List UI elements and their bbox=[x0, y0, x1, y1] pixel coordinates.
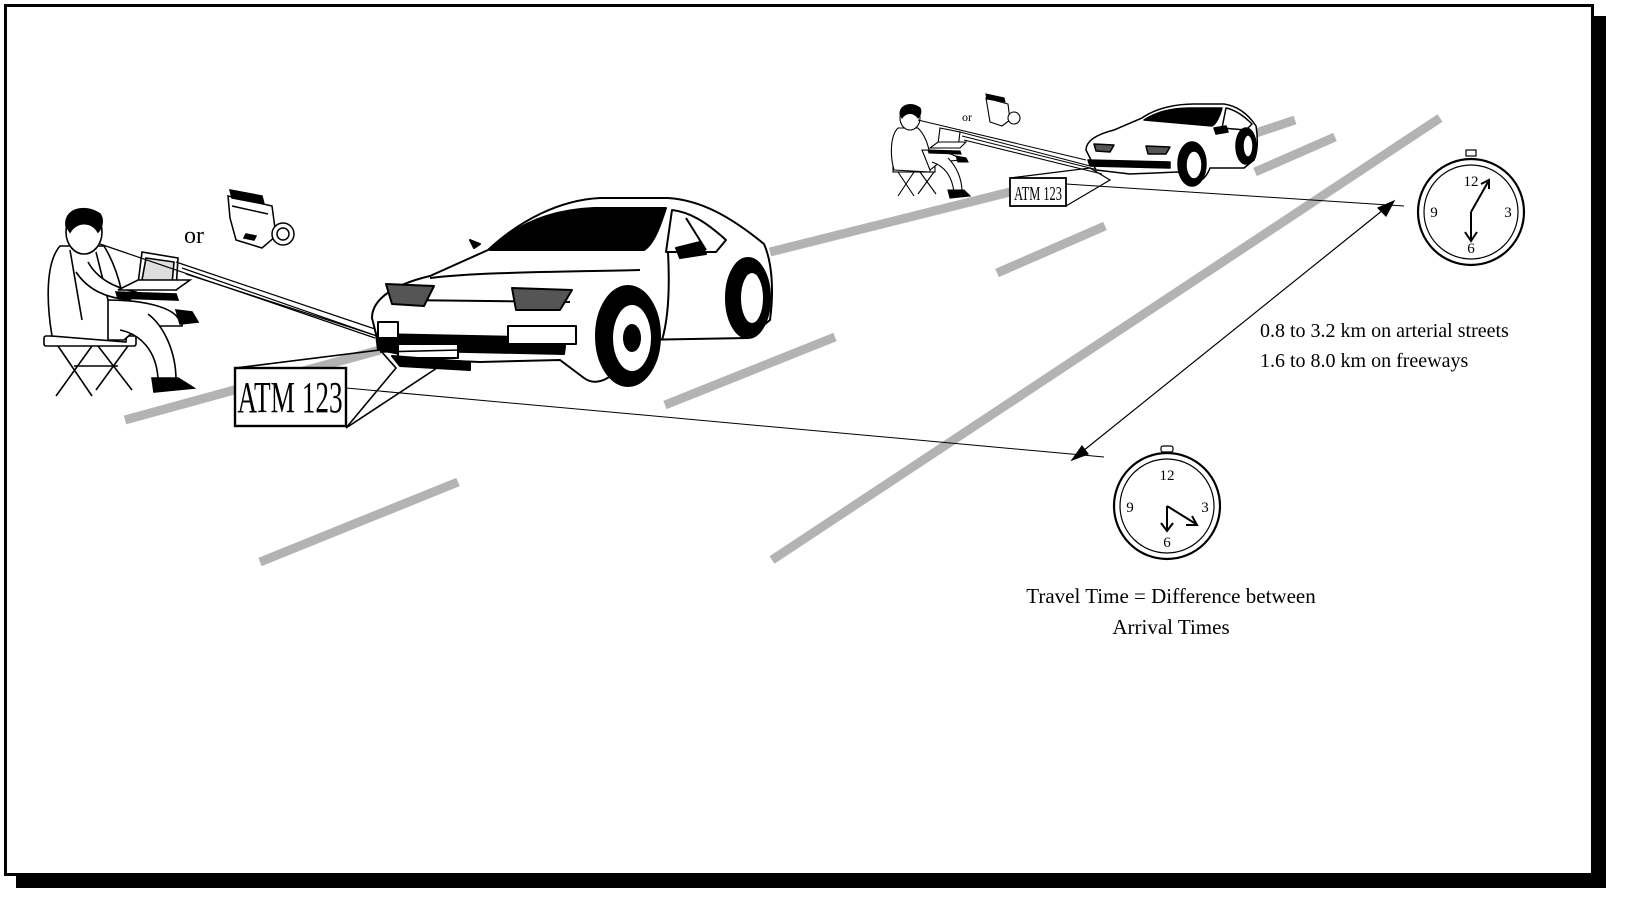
observer-large bbox=[44, 209, 198, 396]
car-windshield bbox=[490, 208, 666, 250]
clock-far-12: 12 bbox=[1464, 174, 1479, 190]
lane-line-left-far bbox=[770, 192, 1010, 252]
clock-far-3: 3 bbox=[1504, 205, 1512, 221]
observer-small bbox=[891, 105, 970, 198]
plate-text-large: ATM 123 bbox=[237, 372, 342, 421]
caption-line-2: Arrival Times bbox=[1112, 615, 1229, 639]
caption-line-1: Travel Time = Difference between bbox=[1026, 584, 1316, 608]
video-camera-icon bbox=[986, 94, 1020, 126]
shoe bbox=[152, 378, 194, 392]
distance-label-freeway: 1.6 to 8.0 km on freeways bbox=[1260, 350, 1469, 372]
lane-dash-3 bbox=[997, 226, 1105, 273]
or-label-large: or bbox=[184, 223, 204, 249]
car-headlight-right bbox=[512, 288, 572, 310]
leader-line-far bbox=[1066, 184, 1404, 206]
distance-label-arterial: 0.8 to 3.2 km on arterial streets bbox=[1260, 320, 1509, 342]
license-plate-small: ATM 123 bbox=[1010, 168, 1110, 206]
clock-far-6: 6 bbox=[1467, 241, 1475, 257]
or-label-small: or bbox=[962, 110, 972, 124]
car-small bbox=[1086, 104, 1257, 186]
stopwatch-near: 12 3 6 9 bbox=[1114, 446, 1220, 559]
road-markings bbox=[125, 118, 1440, 562]
clock-near-3: 3 bbox=[1201, 500, 1209, 516]
clock-near-6: 6 bbox=[1163, 535, 1171, 551]
stool-icon bbox=[44, 336, 136, 396]
shoe bbox=[176, 310, 198, 324]
lane-dash-4 bbox=[1255, 137, 1335, 172]
lane-dash-2 bbox=[665, 337, 835, 405]
laptop-icon bbox=[116, 252, 190, 300]
clock-near-9: 9 bbox=[1126, 500, 1134, 516]
stopwatch-far: 12 3 6 9 bbox=[1418, 150, 1524, 265]
leader-line-near bbox=[346, 388, 1104, 457]
clock-far-9: 9 bbox=[1430, 205, 1438, 221]
video-camera-icon bbox=[228, 190, 294, 248]
lane-dash-1 bbox=[260, 482, 458, 562]
clock-near-12: 12 bbox=[1160, 468, 1175, 484]
car-large bbox=[372, 198, 772, 386]
plate-text-small: ATM 123 bbox=[1014, 182, 1062, 205]
